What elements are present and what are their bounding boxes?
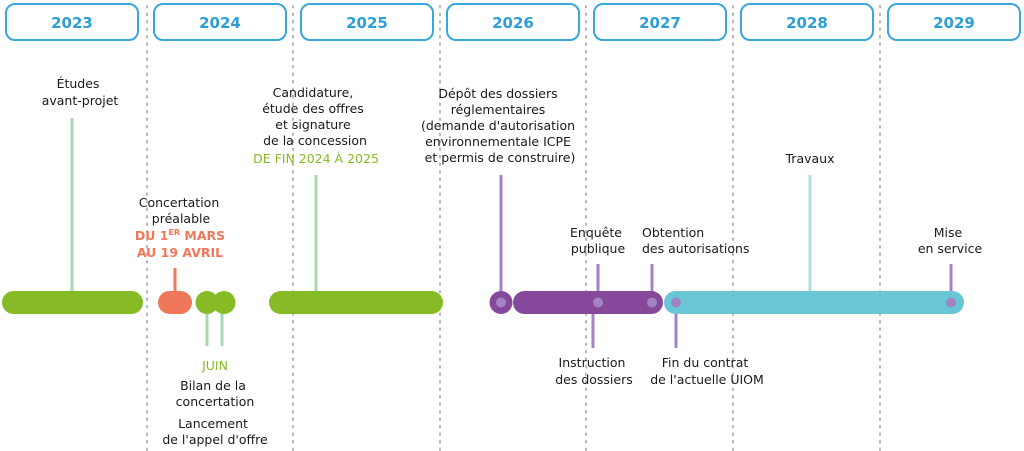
year-box-2026	[446, 3, 580, 41]
label-travaux: Travaux	[785, 151, 835, 166]
label-candidature-date: DE FIN 2024 À 2025	[253, 151, 379, 166]
label-etudes: Études avant-projet	[42, 76, 119, 108]
labels-below: JUIN Bilan de la concertation Lancement …	[162, 355, 763, 447]
year-label-2028: 2028	[786, 14, 828, 32]
label-mise: Mise en service	[918, 225, 983, 256]
bar-concertation	[158, 291, 192, 314]
bar-candidature	[269, 291, 443, 314]
year-label-2027: 2027	[639, 14, 681, 32]
year-box-2028	[740, 3, 874, 41]
bar-travaux	[664, 291, 964, 314]
milestone-obtention	[647, 297, 657, 308]
year-box-2027	[593, 3, 727, 41]
year-dividers	[146, 5, 881, 451]
label-juin: JUIN	[201, 358, 228, 373]
year-label-2026: 2026	[492, 14, 534, 32]
milestone-dots	[496, 297, 956, 308]
dot-lancement	[212, 291, 236, 314]
year-box-2023	[5, 3, 139, 41]
label-lancement: Lancement de l'appel d'offre	[162, 416, 268, 447]
year-headers: 2023 2024 2025 2026 2027 2028 2029	[5, 3, 1021, 41]
label-concertation: Concertation préalable	[139, 195, 224, 226]
label-fin-contrat: Fin du contrat de l'actuelle UIOM	[650, 355, 764, 387]
year-label-2025: 2025	[346, 14, 388, 32]
bar-etudes	[2, 291, 143, 314]
labels-above: Études avant-projet Concertation préalab…	[42, 76, 983, 260]
label-concertation-date-2: AU 19 AVRIL	[137, 245, 223, 260]
year-label-2024: 2024	[199, 14, 241, 32]
label-depot: Dépôt des dossiers réglementaires (deman…	[421, 86, 579, 165]
label-enquete: Enquête publique	[570, 225, 626, 256]
year-label-2023: 2023	[51, 14, 93, 32]
label-instruction: Instruction des dossiers	[555, 355, 633, 387]
label-candidature: Candidature, étude des offres et signatu…	[262, 85, 368, 148]
milestone-depot	[496, 297, 506, 308]
connectors	[70, 118, 953, 348]
timeline-bars	[2, 291, 964, 314]
milestone-mise	[946, 297, 956, 308]
label-concertation-date-1: DU 1ER MARS	[135, 228, 225, 243]
milestone-fin-contrat	[671, 297, 681, 308]
milestone-enquete	[593, 297, 603, 308]
label-bilan: Bilan de la concertation	[176, 378, 255, 409]
label-obtention: Obtention des autorisations	[642, 225, 749, 256]
bar-instruction	[513, 291, 663, 314]
year-box-2029	[887, 3, 1021, 41]
dot-bilan	[195, 291, 219, 314]
year-box-2024	[153, 3, 287, 41]
year-label-2029: 2029	[933, 14, 975, 32]
year-box-2025	[300, 3, 434, 41]
